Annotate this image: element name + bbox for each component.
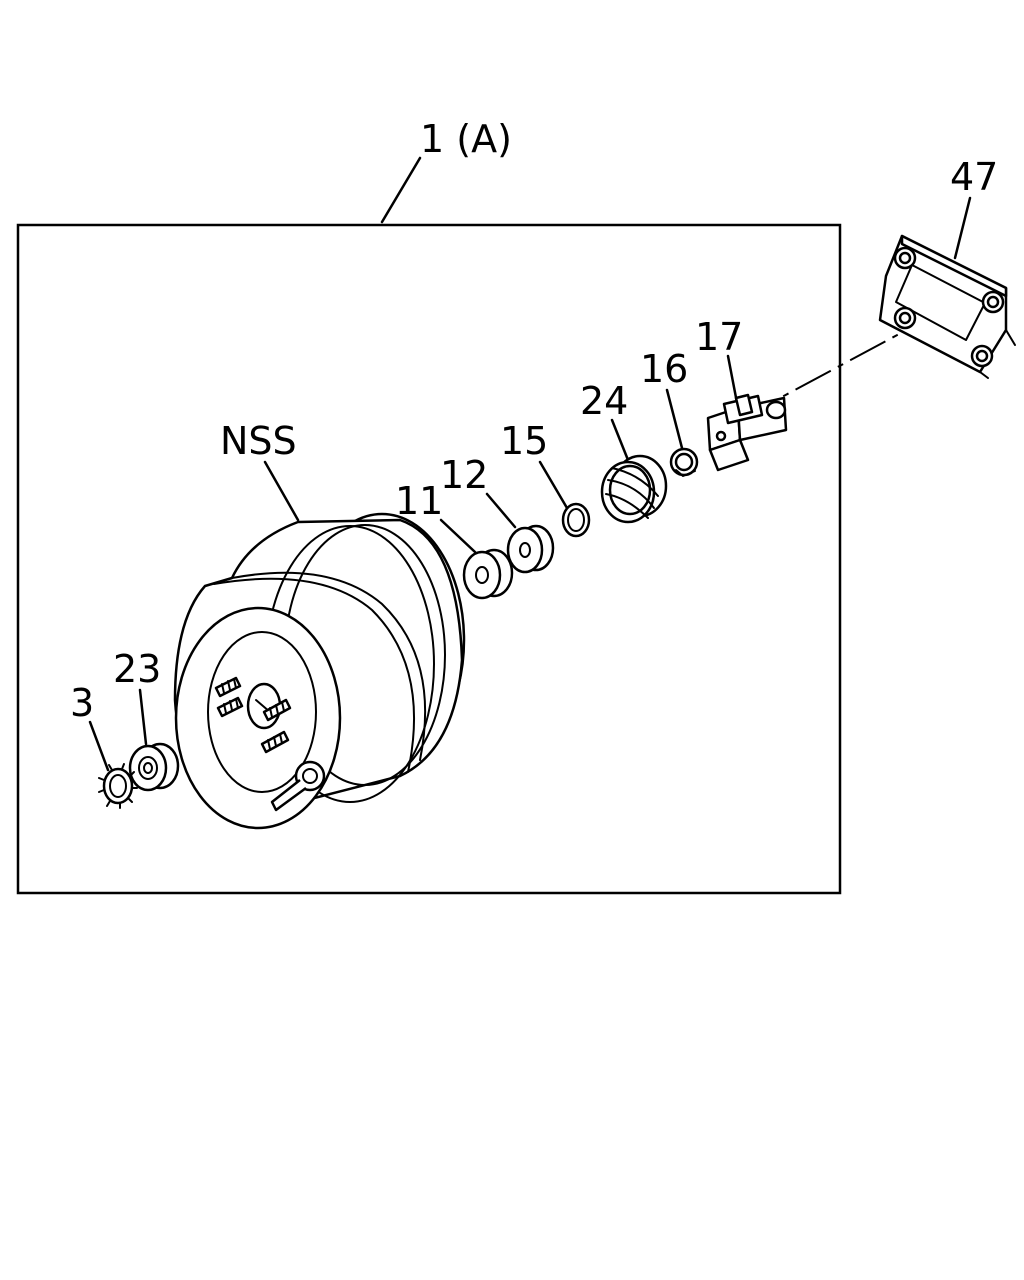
lock-washer-3 [98, 763, 138, 809]
assembly-frame [16, 223, 842, 895]
label-23: 23 [113, 647, 161, 691]
label-15: 15 [500, 419, 548, 463]
leader-15 [538, 460, 569, 510]
label-47: 47 [950, 155, 998, 199]
label-assembly: 1 (A) [420, 117, 512, 161]
label-11: 11 [395, 479, 443, 523]
booster-body-nss [173, 512, 466, 830]
leader-11 [439, 518, 477, 554]
leader-24 [610, 418, 632, 467]
bracket-plate-47 [878, 234, 1016, 379]
label-24: 24 [580, 379, 628, 423]
label-12: 12 [440, 453, 488, 497]
seal-23 [128, 742, 180, 792]
washer-12 [506, 524, 555, 574]
leader-23 [138, 688, 148, 746]
leader-lines [88, 156, 972, 772]
boot-24 [600, 454, 668, 524]
label-3: 3 [70, 681, 94, 725]
leader-16 [665, 388, 684, 450]
label-16: 16 [640, 347, 688, 391]
clevis-17 [706, 393, 788, 472]
leader-3 [88, 720, 110, 772]
leader-12 [485, 492, 517, 529]
leader-nss [263, 460, 300, 522]
label-17: 17 [695, 315, 743, 359]
nut-16 [669, 447, 699, 477]
ring-15 [561, 502, 591, 538]
leader-assembly [380, 156, 422, 224]
label-nss: NSS [220, 419, 297, 463]
washer-11 [462, 548, 514, 600]
vacuum-nipple [270, 760, 326, 812]
leader-47 [953, 196, 972, 260]
booster-studs [214, 676, 292, 754]
